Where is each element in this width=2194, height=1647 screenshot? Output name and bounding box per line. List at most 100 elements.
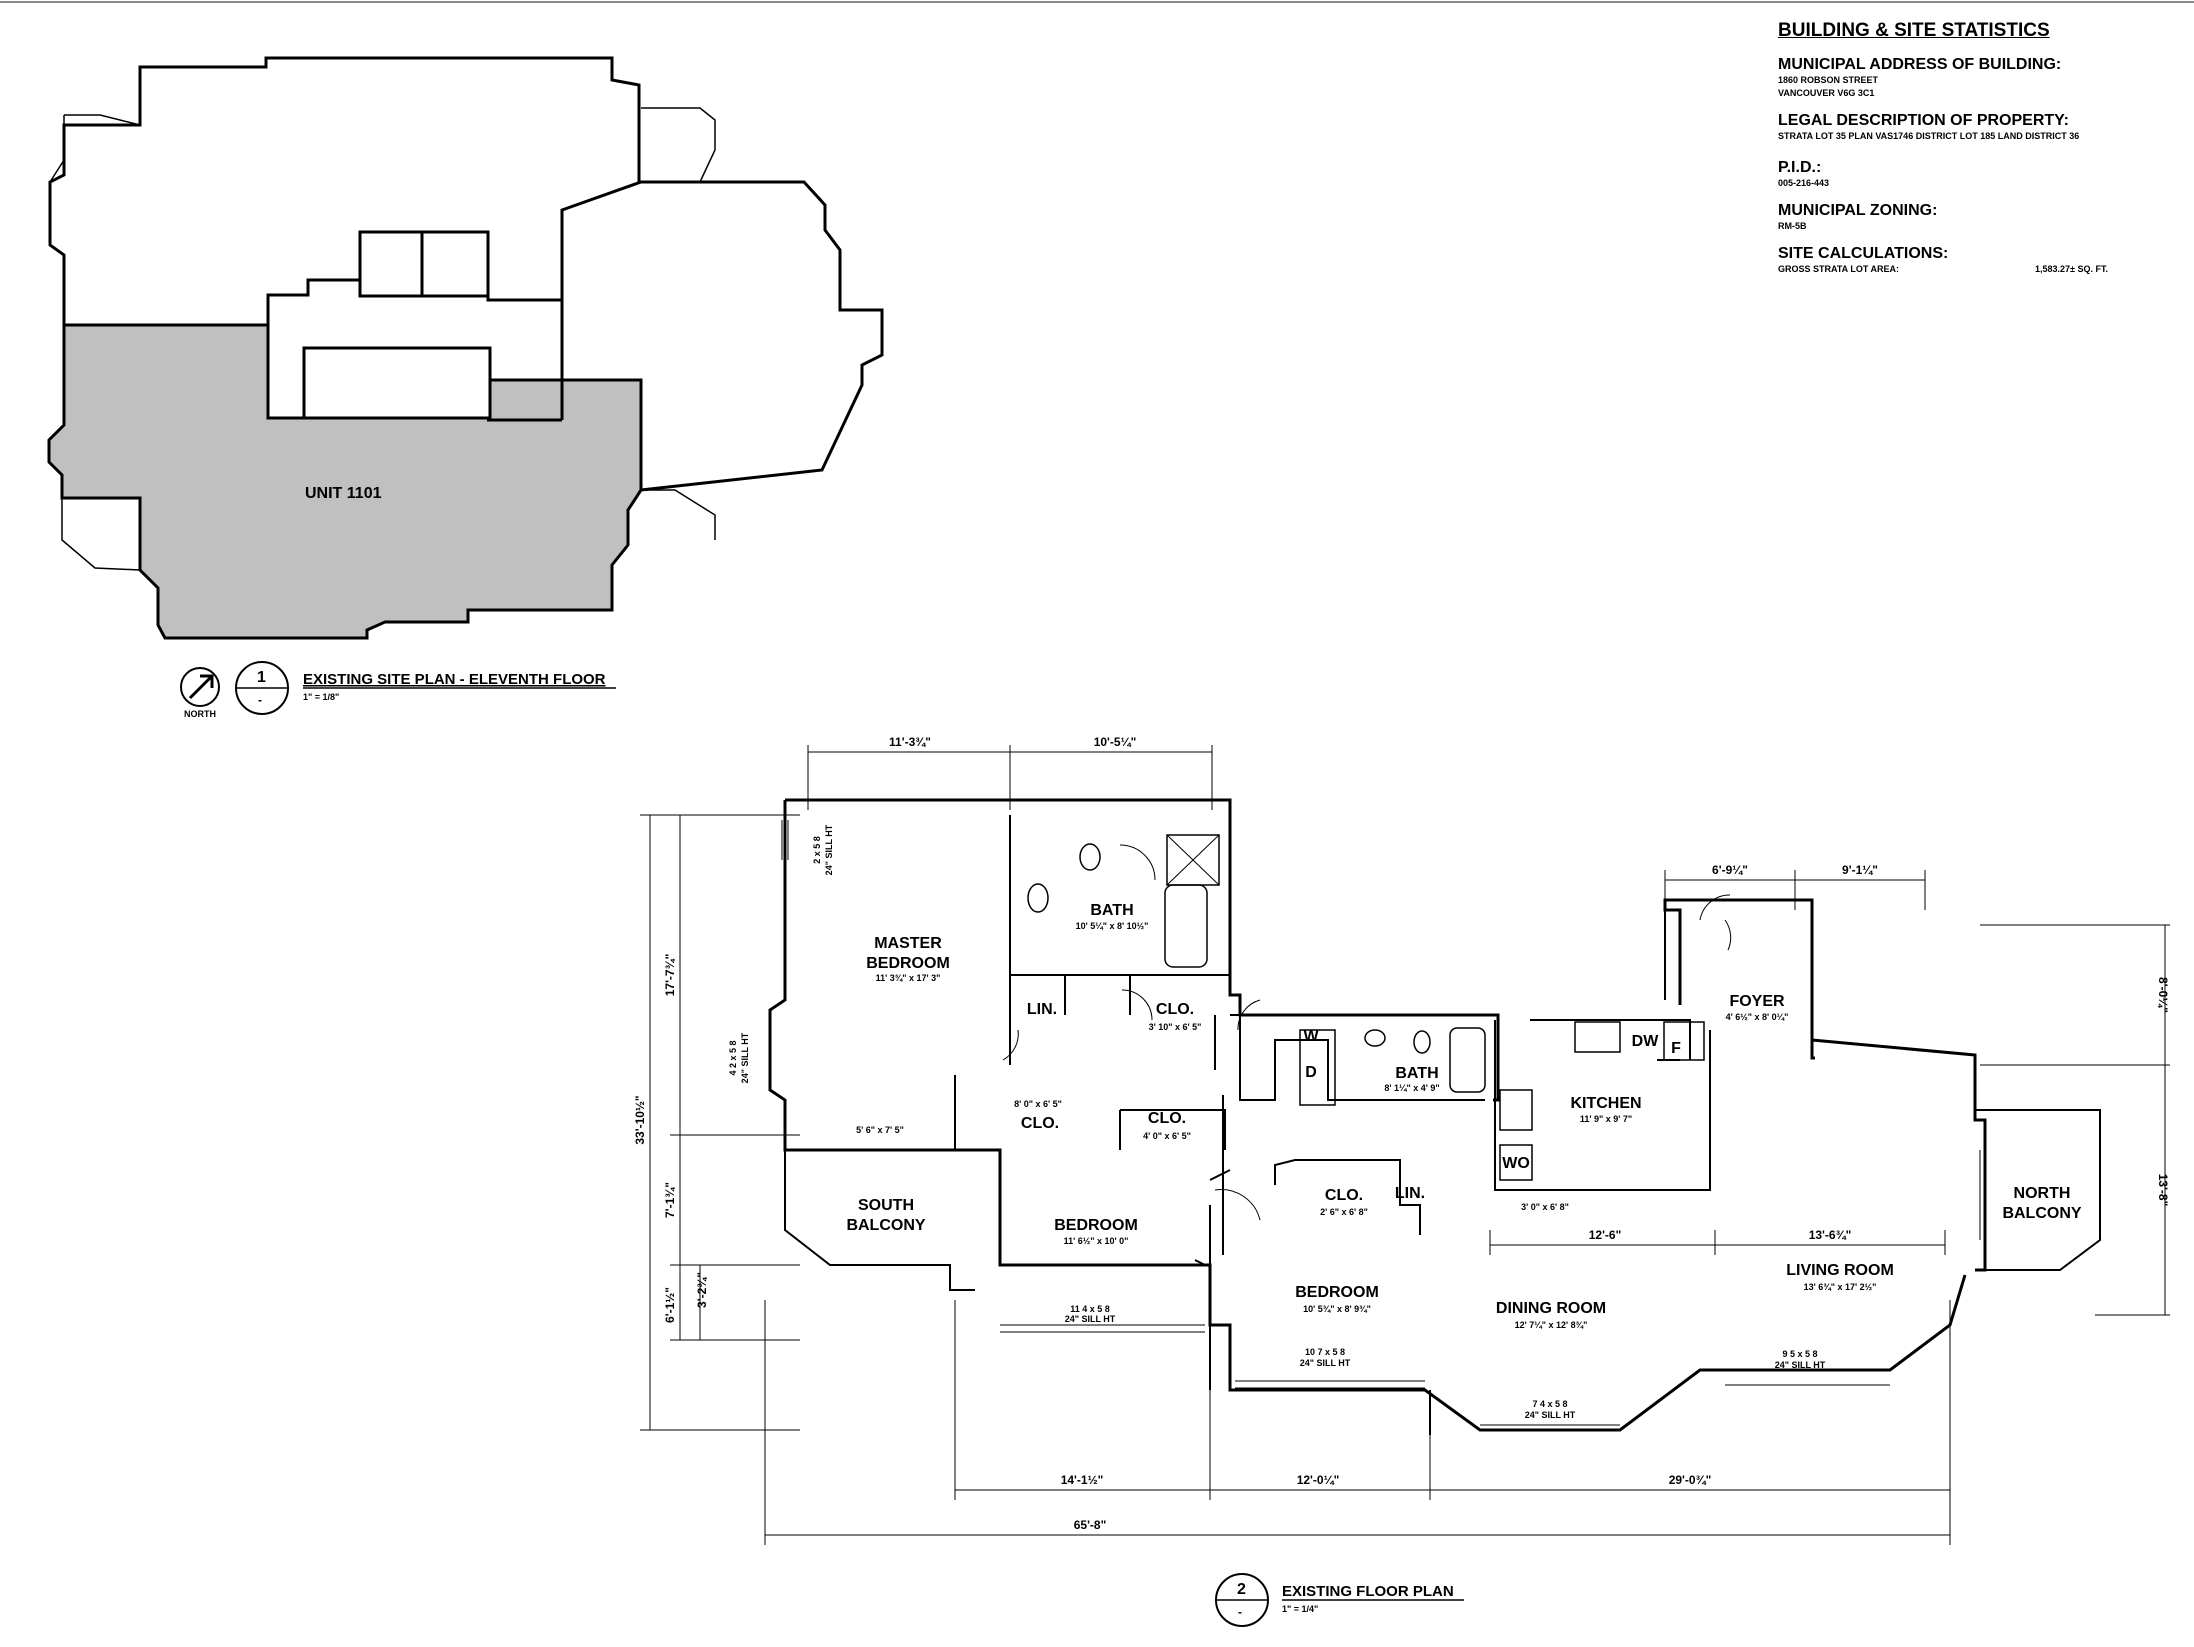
window-6-sill: 24" SILL HT xyxy=(740,1032,750,1083)
floor-plan-title: 2 - EXISTING FLOOR PLAN 1" = 1/4" xyxy=(1215,1573,1464,1627)
foyer-size: 4' 6½" x 8' 0¼" xyxy=(1726,1012,1789,1022)
washer-label: W xyxy=(1303,1028,1319,1045)
clo3-label: CLO. xyxy=(1148,1110,1186,1127)
dim-left2: 7'-1¾" xyxy=(663,1182,677,1218)
lin1-label: LIN. xyxy=(1027,1001,1057,1018)
dim-left4: 6'-1½" xyxy=(663,1287,677,1323)
dim-bot-total: 65'-8" xyxy=(1074,1518,1107,1532)
room-labels: MASTER BEDROOM 11' 3¾" x 17' 3" BATH 10'… xyxy=(846,902,2081,1330)
unit-1101-area xyxy=(47,323,643,640)
bath2-label: BATH xyxy=(1395,1065,1438,1082)
clo2-size: 8' 0" x 6' 5" xyxy=(1014,1099,1062,1109)
pid-value: 005-216-443 xyxy=(1778,178,1830,188)
dim-bot1: 14'-1½" xyxy=(1061,1473,1104,1487)
lin2-label: LIN. xyxy=(1395,1185,1425,1202)
bath1-size: 10' 5¼" x 8' 10½" xyxy=(1076,921,1149,931)
clo1-size: 3' 10" x 6' 5" xyxy=(1149,1022,1202,1032)
zoning-value: RM-5B xyxy=(1778,221,1807,231)
bedroom2-size: 11' 6½" x 10' 0" xyxy=(1064,1236,1129,1246)
living-label: LIVING ROOM xyxy=(1786,1262,1894,1279)
kitchen-label: KITCHEN xyxy=(1570,1095,1641,1112)
master-line1: MASTER xyxy=(874,935,942,952)
legal-label: LEGAL DESCRIPTION OF PROPERTY: xyxy=(1778,112,2069,129)
site-statistics: BUILDING & SITE STATISTICS MUNICIPAL ADD… xyxy=(1778,20,2178,276)
dim-bot2: 12'-0¼" xyxy=(1297,1473,1340,1487)
bath1-label: BATH xyxy=(1090,902,1133,919)
dim-top2: 10'-5¼" xyxy=(1094,735,1137,749)
window-4-sill: 24" SILL HT xyxy=(1525,1410,1576,1420)
bath2-size: 8' 1¼" x 4' 9" xyxy=(1384,1083,1439,1093)
south-line1: SOUTH xyxy=(858,1197,914,1214)
clo2-label: CLO. xyxy=(1021,1115,1059,1132)
window-3: 10 7 x 5 8 xyxy=(1305,1347,1345,1357)
fridge-label: F xyxy=(1671,1040,1681,1057)
dim-right2: 13'-8" xyxy=(2156,1174,2170,1207)
site-plan-title-text: EXISTING SITE PLAN - ELEVENTH FLOOR xyxy=(303,671,606,688)
dim-top4: 9'-1¼" xyxy=(1842,863,1878,877)
window-5-sill: 24" SILL HT xyxy=(1775,1360,1826,1370)
floor-plan-sheet: - xyxy=(1238,1605,1242,1619)
dim-left1: 17'-7¾" xyxy=(663,954,677,997)
clo1-label: CLO. xyxy=(1156,1001,1194,1018)
floor-plan-number: 2 xyxy=(1237,1581,1246,1598)
dim-mid1: 12'-6" xyxy=(1589,1228,1622,1242)
site-plan-scale: 1" = 1/8" xyxy=(303,692,339,702)
clo3-size: 4' 0" x 6' 5" xyxy=(1143,1131,1191,1141)
living-size: 13' 6¾" x 17' 2½" xyxy=(1804,1282,1877,1292)
wall-oven-label: WO xyxy=(1502,1155,1530,1172)
north-label: NORTH xyxy=(184,709,216,719)
window-1: 2 x 5 8 xyxy=(812,836,822,864)
stats-heading: BUILDING & SITE STATISTICS xyxy=(1778,20,2050,41)
unit-label: UNIT 1101 xyxy=(305,485,382,502)
dim-top1: 11'-3¾" xyxy=(889,735,931,749)
dim-top3: 6'-9¼" xyxy=(1712,863,1748,877)
dim-bot3: 29'-0¾" xyxy=(1669,1473,1712,1487)
kitchen-door: 3' 0" x 6' 8" xyxy=(1521,1202,1569,1212)
window-2-sill: 24" SILL HT xyxy=(1065,1314,1116,1324)
dim-left3: 3'-2¾" xyxy=(695,1272,709,1308)
window-labels: 2 x 5 8 24" SILL HT 11 4 x 5 8 24" SILL … xyxy=(728,824,1826,1420)
south-door: 5' 6" x 7' 5" xyxy=(856,1125,904,1135)
floor-plan xyxy=(640,745,2170,1545)
site-plan-title: NORTH 1 - EXISTING SITE PLAN - ELEVENTH … xyxy=(180,661,616,719)
site-plan-number: 1 xyxy=(257,669,266,686)
dryer-label: D xyxy=(1305,1064,1317,1081)
window-4: 7 4 x 5 8 xyxy=(1532,1399,1567,1409)
north-line2: BALCONY xyxy=(2002,1205,2081,1222)
dim-left-total: 33'-10½" xyxy=(633,1095,647,1144)
clo4-label: CLO. xyxy=(1325,1187,1363,1204)
site-plan xyxy=(47,56,884,640)
window-5: 9 5 x 5 8 xyxy=(1782,1349,1817,1359)
clo4-size: 2' 6" x 6' 8" xyxy=(1320,1207,1368,1217)
kitchen-size: 11' 9" x 9' 7" xyxy=(1580,1114,1632,1124)
dining-label: DINING ROOM xyxy=(1496,1300,1606,1317)
south-line2: BALCONY xyxy=(846,1217,925,1234)
area-label: GROSS STRATA LOT AREA: xyxy=(1778,264,1899,274)
window-6: 4 2 x 5 8 xyxy=(728,1040,738,1075)
dim-mid2: 13'-6¾" xyxy=(1809,1228,1852,1242)
dishwasher-label: DW xyxy=(1632,1033,1660,1050)
floor-plan-title-text: EXISTING FLOOR PLAN xyxy=(1282,1583,1454,1600)
bedroom2-label: BEDROOM xyxy=(1054,1217,1138,1234)
master-size: 11' 3¾" x 17' 3" xyxy=(876,973,941,983)
window-2: 11 4 x 5 8 xyxy=(1070,1304,1110,1314)
site-calc-label: SITE CALCULATIONS: xyxy=(1778,245,1949,262)
bedroom3-size: 10' 5¾" x 8' 9¾" xyxy=(1303,1304,1371,1314)
windows xyxy=(781,820,1981,1426)
window-1-sill: 24" SILL HT xyxy=(824,824,834,875)
area-value: 1,583.27± SQ. FT. xyxy=(2035,264,2108,274)
foyer-label: FOYER xyxy=(1729,993,1785,1010)
legal-value: STRATA LOT 35 PLAN VAS1746 DISTRICT LOT … xyxy=(1778,131,2080,141)
zoning-label: MUNICIPAL ZONING: xyxy=(1778,202,1938,219)
dimension-labels: 11'-3¾" 10'-5¼" 6'-9¼" 9'-1¼" 33'-10½" 1… xyxy=(633,735,2170,1532)
dimension-lines xyxy=(640,745,2170,1545)
address-label: MUNICIPAL ADDRESS OF BUILDING: xyxy=(1778,56,2062,73)
north-line1: NORTH xyxy=(2014,1185,2071,1202)
bedroom3-label: BEDROOM xyxy=(1295,1284,1379,1301)
address-line1: 1860 ROBSON STREET xyxy=(1778,75,1879,85)
master-line2: BEDROOM xyxy=(866,955,950,972)
floor-plan-scale: 1" = 1/4" xyxy=(1282,1604,1318,1614)
site-plan-sheet: - xyxy=(258,693,262,707)
dim-right1: 8'-0¼" xyxy=(2156,977,2170,1013)
